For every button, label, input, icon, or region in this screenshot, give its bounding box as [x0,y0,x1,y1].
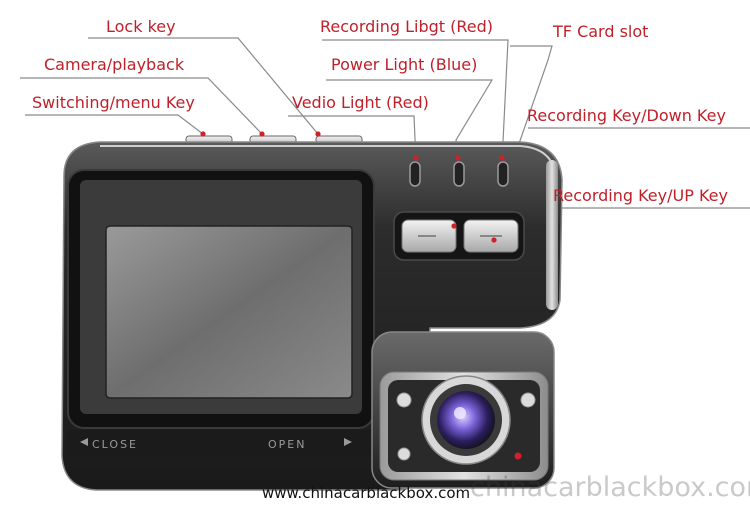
label-tf-card-slot: TF Card slot [553,22,649,41]
open-text: OPEN [268,438,306,451]
side-rim [546,160,558,310]
indicator-lights [409,161,509,187]
leader-lock [88,37,319,135]
label-camera-playback: Camera/playback [44,55,185,74]
open-arrow-icon [344,438,352,446]
label-recording-down: Recording Key/Down Key [527,106,726,125]
label-switching-menu: Switching/menu Key [32,93,195,112]
camera-lens [437,391,495,449]
close-text: CLOSE [92,438,138,451]
leader-camera [20,77,263,135]
watermark: chinacarblackbox.com [470,472,750,503]
website-footer: www.chinacarblackbox.com [262,484,471,502]
close-arrow-icon [80,438,88,446]
label-video-light: Vedio Light (Red) [292,93,429,112]
leader-switching [25,114,204,135]
label-lock-key: Lock key [106,17,176,36]
dashcam-body [61,141,563,491]
leader-recording-light [322,39,509,163]
label-power-light: Power Light (Blue) [331,55,478,74]
camera-module [371,331,555,489]
lcd-screen [105,225,353,399]
rec-dot [514,452,522,460]
recording-keys [393,211,525,261]
pointer-dots [200,131,505,243]
label-recording-up: Recording Key/UP Key [553,186,728,205]
label-recording-light: Recording Libgt (Red) [320,17,494,36]
